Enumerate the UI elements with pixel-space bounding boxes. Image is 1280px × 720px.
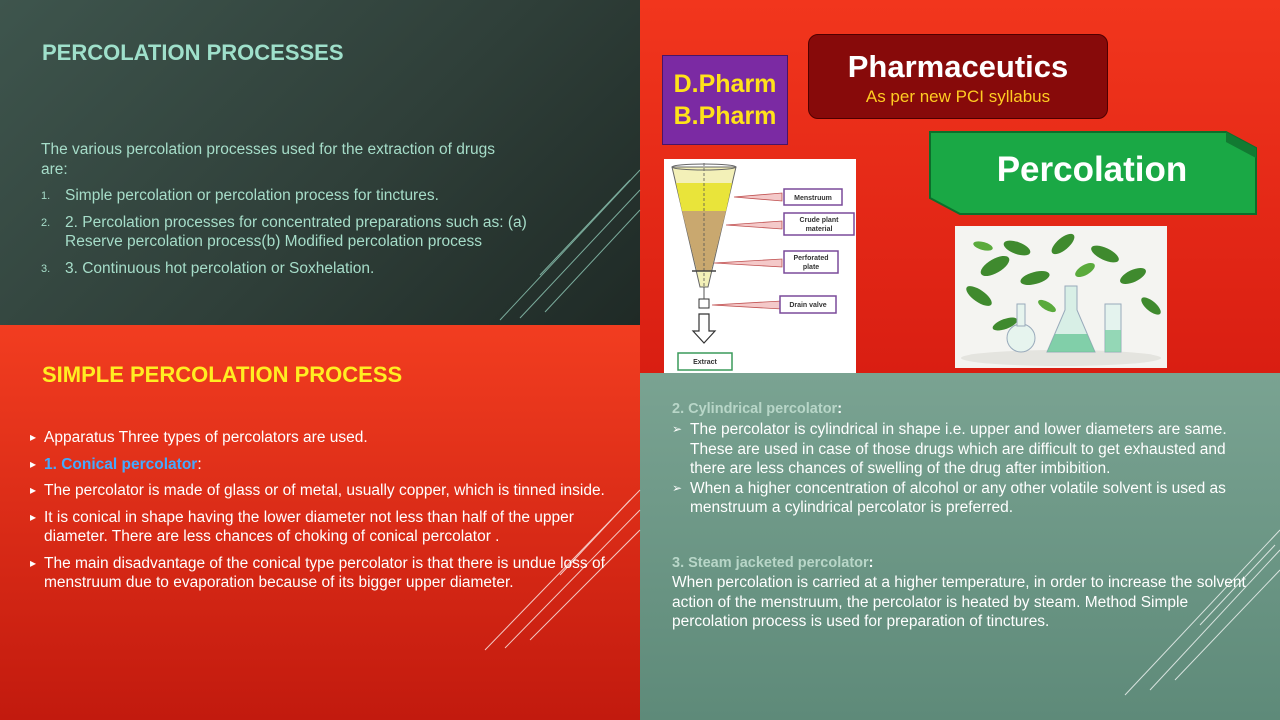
arrow-list: The percolator is cylindrical in shape i… bbox=[672, 420, 1242, 518]
plants-glassware-image bbox=[955, 226, 1167, 368]
item-text: The main disadvantage of the conical typ… bbox=[44, 554, 605, 592]
list-item: 1. Conical percolator: bbox=[30, 455, 625, 475]
label-plate: plate bbox=[803, 264, 819, 271]
list-item: When a higher concentration of alcohol o… bbox=[672, 479, 1242, 518]
cylindrical-percolator-heading: 2. Cylindrical percolator: bbox=[672, 401, 842, 417]
list-item: 3. 3. Continuous hot percolation or Soxhe… bbox=[41, 259, 541, 279]
item-number: 3. bbox=[41, 262, 51, 275]
percolator-diagram: Menstruum Crude plant material Perforate… bbox=[664, 159, 856, 373]
item-text: It is conical in shape having the lower … bbox=[44, 508, 574, 546]
bullet-list: Apparatus Three types of percolators are… bbox=[30, 428, 625, 600]
section-title-simple-percolation: SIMPLE PERCOLATION PROCESS bbox=[42, 362, 403, 387]
label-perforated: Perforated bbox=[793, 255, 828, 262]
item-text: The percolator is made of glass or of me… bbox=[44, 482, 605, 499]
section-title-percolation-processes: PERCOLATION PROCESSES bbox=[42, 40, 344, 65]
colon: : bbox=[868, 555, 874, 571]
course-badge: D.Pharm B.Pharm bbox=[662, 55, 788, 145]
subject-box: Pharmaceutics As per new PCI syllabus bbox=[808, 34, 1108, 119]
item-number: 2. bbox=[41, 216, 51, 229]
item-text: When a higher concentration of alcohol o… bbox=[690, 479, 1226, 517]
list-item: 1. Simple percolation or percolation proc… bbox=[41, 186, 541, 206]
list-item: Apparatus Three types of percolators are… bbox=[30, 428, 625, 448]
item-text: 2. Percolation processes for concentrate… bbox=[65, 213, 527, 251]
list-item: The main disadvantage of the conical typ… bbox=[30, 554, 625, 593]
intro-text: The various percolation processes used f… bbox=[41, 141, 496, 178]
item-text: 3. Continuous hot percolation or Soxhela… bbox=[65, 259, 375, 277]
item-text: Apparatus Three types of percolators are… bbox=[44, 429, 368, 446]
heading-text: 3. Steam jacketed percolator bbox=[672, 555, 869, 571]
subject-title: Pharmaceutics bbox=[847, 49, 1069, 84]
badge-bpharm: B.Pharm bbox=[673, 102, 777, 130]
syllabus-note: As per new PCI syllabus bbox=[865, 87, 1051, 106]
item-text: Simple percolation or percolation proces… bbox=[65, 187, 439, 204]
colon: : bbox=[837, 401, 843, 417]
topic-banner bbox=[929, 131, 1257, 215]
numbered-list: 1. Simple percolation or percolation proc… bbox=[41, 186, 541, 285]
label-material: material bbox=[806, 226, 833, 233]
item-text: The percolator is cylindrical in shape i… bbox=[690, 421, 1227, 477]
label-menstruum: Menstruum bbox=[794, 195, 832, 202]
label-crude-plant: Crude plant bbox=[800, 217, 840, 224]
badge-dpharm: D.Pharm bbox=[673, 70, 777, 98]
item-number: 1. bbox=[41, 190, 51, 202]
list-item: The percolator is cylindrical in shape i… bbox=[672, 420, 1242, 479]
list-item: The percolator is made of glass or of me… bbox=[30, 481, 625, 501]
list-item: 2. 2. Percolation processes for concentra… bbox=[41, 213, 541, 252]
heading-text: 2. Cylindrical percolator bbox=[672, 401, 838, 417]
label-drain-valve: Drain valve bbox=[789, 302, 826, 309]
steam-jacketed-heading: 3. Steam jacketed percolator: bbox=[672, 555, 874, 571]
colon: : bbox=[197, 455, 202, 473]
list-item: It is conical in shape having the lower … bbox=[30, 508, 625, 547]
topic-title: Percolation bbox=[996, 150, 1188, 189]
steam-jacketed-text: When percolation is carried at a higher … bbox=[672, 574, 1246, 630]
conical-percolator-heading: 1. Conical percolator bbox=[44, 455, 198, 473]
label-extract: Extract bbox=[693, 359, 717, 366]
